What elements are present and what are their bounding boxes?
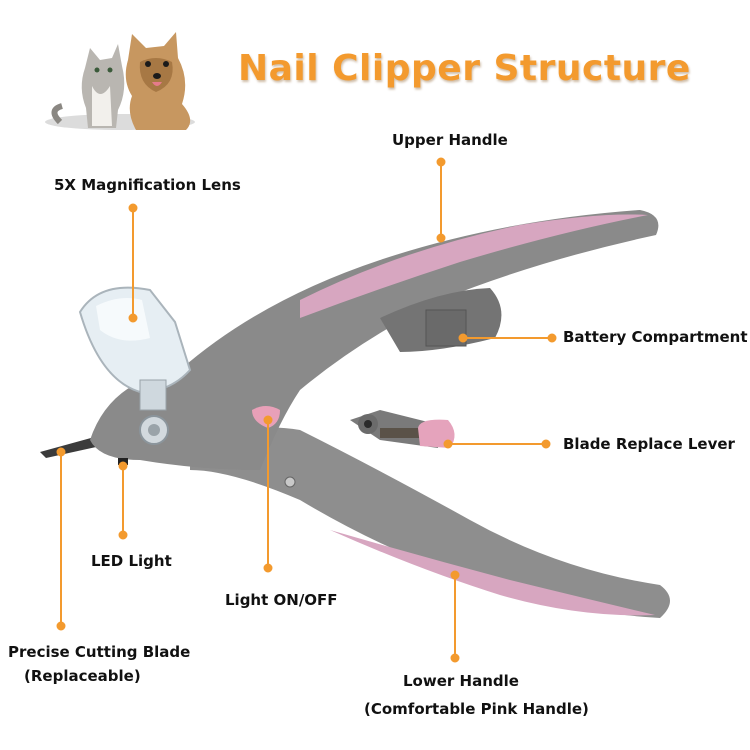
page-title: Nail Clipper Structure (238, 48, 691, 89)
upper-handle-label: Upper Handle (392, 131, 508, 149)
lower-handle (190, 427, 670, 618)
led-light-label: LED Light (91, 552, 172, 570)
blade-replace-lever-label: Blade Replace Lever (563, 435, 735, 453)
cat-and-dog-image (45, 32, 195, 130)
battery-compartment-label: Battery Compartment (563, 328, 748, 346)
nail-clipper (40, 210, 670, 618)
magnification-lens-label: 5X Magnification Lens (54, 176, 241, 194)
lower-handle-sublabel: (Comfortable Pink Handle) (364, 700, 589, 718)
leader-lines (56, 157, 557, 663)
upper-handle (90, 210, 659, 470)
lower-handle-label: Lower Handle (403, 672, 519, 690)
cutting-blade-sublabel: (Replaceable) (24, 667, 141, 685)
light-on-off-label: Light ON/OFF (225, 591, 338, 609)
cutting-blade-label: Precise Cutting Blade (8, 643, 191, 661)
